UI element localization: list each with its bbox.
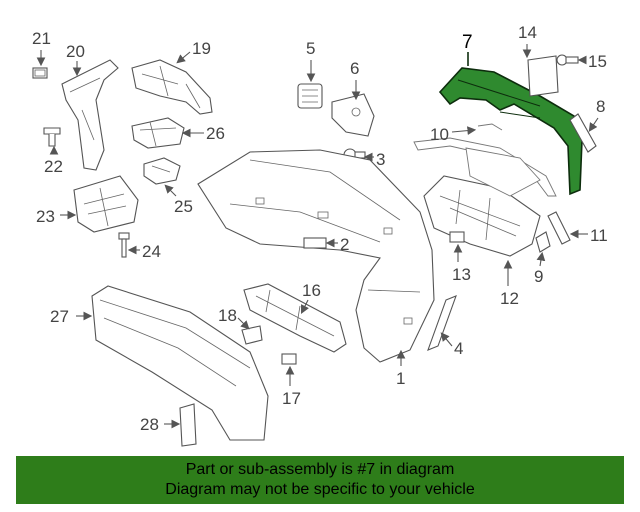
banner-line-2: Diagram may not be specific to your vehi… — [165, 481, 475, 498]
part-8-side-trim — [569, 113, 597, 153]
banner-line-1: Part or sub-assembly is #7 in diagram — [185, 461, 455, 478]
part-5-sensor — [297, 83, 323, 109]
callout-6: 6 — [350, 59, 359, 78]
callout-26: 26 — [206, 124, 225, 143]
callout-19: 19 — [192, 39, 211, 58]
parts-diagram: 21 20 22 23 24 19 26 25 — [32, 23, 608, 447]
callout-23: 23 — [36, 207, 55, 226]
part-19-bracket — [131, 59, 213, 115]
part-18-bracket — [241, 325, 263, 345]
part-11-strip — [547, 211, 571, 245]
footer-banner: Part or sub-assembly is #7 in diagram Di… — [16, 456, 624, 504]
callout-15: 15 — [588, 52, 607, 71]
callout-5: 5 — [306, 39, 315, 58]
callout-28: 28 — [140, 415, 159, 434]
callout-20: 20 — [66, 42, 85, 61]
callout-17: 17 — [282, 389, 301, 408]
callout-21: 21 — [32, 29, 51, 48]
part-9-bracket — [535, 231, 551, 253]
callout-22: 22 — [44, 157, 63, 176]
part-22-bolt — [43, 127, 61, 147]
part-20-bracket — [61, 59, 119, 171]
part-28-plate — [179, 403, 197, 447]
part-6-holder — [331, 93, 375, 137]
part-21-clip — [32, 67, 48, 79]
part-23-mount — [73, 175, 139, 233]
callout-13: 13 — [452, 265, 471, 284]
part-4-side-molding — [427, 295, 457, 351]
part-13-clip — [449, 231, 465, 243]
part-17-clip — [281, 353, 297, 365]
callout-25: 25 — [174, 197, 193, 216]
part-16-bracket — [243, 283, 347, 353]
callout-24: 24 — [142, 242, 161, 261]
callout-8: 8 — [596, 97, 605, 116]
callout-4: 4 — [454, 339, 463, 358]
part-26-plate — [131, 117, 185, 149]
part-14-plate — [527, 55, 559, 97]
part-25-clip — [143, 157, 181, 185]
part-15-screw — [556, 54, 579, 66]
callout-3: 3 — [376, 150, 385, 169]
callout-16: 16 — [302, 281, 321, 300]
part-7-trim-strip — [438, 67, 583, 196]
callout-10: 10 — [430, 125, 449, 144]
part-24-pin — [118, 232, 130, 258]
part-27-impact-bar — [91, 285, 269, 441]
callout-18: 18 — [218, 306, 237, 325]
part-12-diffuser — [423, 147, 541, 257]
callout-7: 7 — [462, 32, 473, 53]
callout-14: 14 — [518, 23, 537, 42]
callout-2: 2 — [340, 235, 349, 254]
callout-12: 12 — [500, 289, 519, 308]
callout-11: 11 — [590, 226, 608, 245]
callout-1: 1 — [396, 369, 405, 388]
callout-9: 9 — [534, 267, 543, 286]
part-2-insert — [303, 237, 327, 249]
callout-27: 27 — [50, 307, 69, 326]
